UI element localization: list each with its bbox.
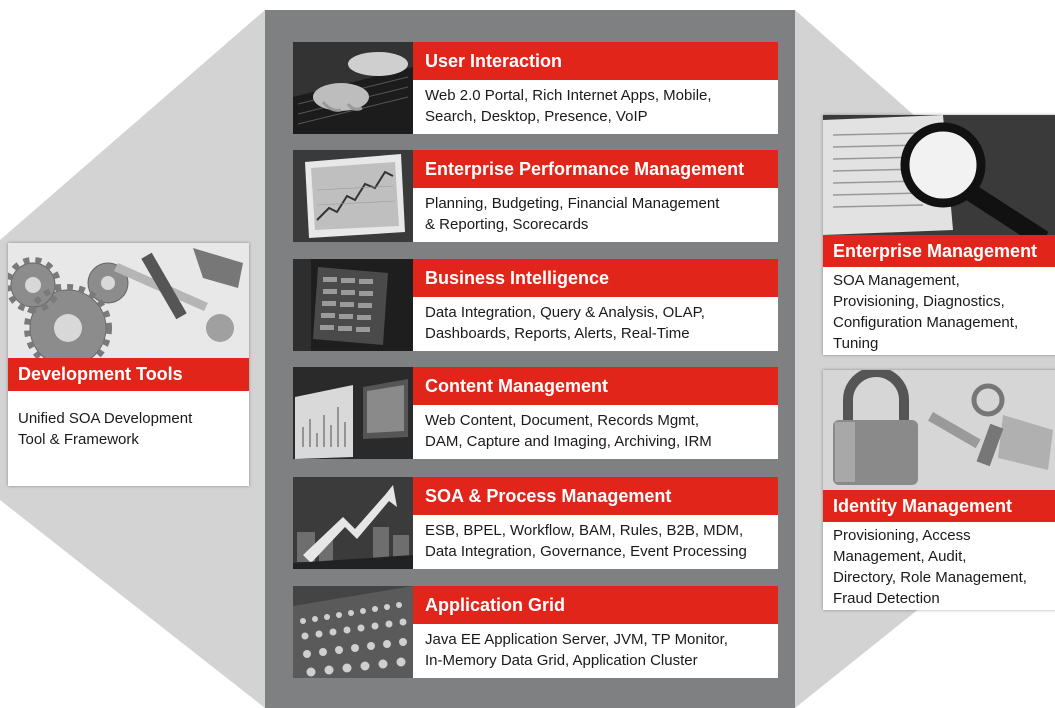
description-line: Planning, Budgeting, Financial Managemen… bbox=[425, 195, 720, 212]
row-description: Web 2.0 Portal, Rich Internet Apps, Mobi… bbox=[413, 80, 778, 134]
row-description: Java EE Application Server, JVM, TP Moni… bbox=[413, 624, 778, 678]
row-title: SOA & Process Management bbox=[413, 477, 778, 515]
description-line: Dashboards, Reports, Alerts, Real-Time bbox=[425, 325, 690, 342]
description-line: Configuration Management, bbox=[833, 314, 1019, 331]
description-line: In-Memory Data Grid, Application Cluster bbox=[425, 652, 698, 669]
description-line: Tuning bbox=[833, 335, 879, 352]
magnifying-glass-screen-photo bbox=[823, 115, 1055, 235]
description-line: DAM, Capture and Imaging, Archiving, IRM bbox=[425, 433, 712, 450]
row-user-interaction: User Interaction Web 2.0 Portal, Rich In… bbox=[293, 42, 778, 134]
description-line: Fraud Detection bbox=[833, 590, 940, 607]
description-line: ESB, BPEL, Workflow, BAM, Rules, B2B, MD… bbox=[425, 522, 744, 539]
description-line: Search, Desktop, Presence, VoIP bbox=[425, 108, 648, 125]
description-line: Unified SOA Development bbox=[18, 410, 193, 427]
identity-management-card: Identity Management Provisioning, Access… bbox=[823, 370, 1055, 610]
card-description: Unified SOA Development Tool & Framework bbox=[18, 408, 192, 450]
padlock-keys-photo bbox=[823, 370, 1055, 490]
row-description: ESB, BPEL, Workflow, BAM, Rules, B2B, MD… bbox=[413, 515, 778, 569]
card-description: Provisioning, Access Management, Audit, … bbox=[833, 525, 1027, 609]
description-line: Java EE Application Server, JVM, TP Moni… bbox=[425, 631, 728, 648]
row-title: User Interaction bbox=[413, 42, 778, 80]
row-title: Enterprise Performance Management bbox=[413, 150, 778, 188]
row-soa-process-management: SOA & Process Management ESB, BPEL, Work… bbox=[293, 477, 778, 569]
row-description: Data Integration, Query & Analysis, OLAP… bbox=[413, 297, 778, 351]
row-title: Content Management bbox=[413, 367, 778, 405]
hands-typing-keyboard-photo bbox=[293, 42, 413, 134]
rising-arrow-buildings-photo bbox=[293, 477, 413, 569]
line-chart-monitor-photo bbox=[293, 150, 413, 242]
description-line: & Reporting, Scorecards bbox=[425, 216, 589, 233]
row-description: Planning, Budgeting, Financial Managemen… bbox=[413, 188, 778, 242]
description-line: Data Integration, Query & Analysis, OLAP… bbox=[425, 304, 705, 321]
description-line: Provisioning, Access bbox=[833, 527, 971, 544]
gears-wrench-hammer-photo bbox=[8, 243, 249, 358]
row-enterprise-performance-management: Enterprise Performance Management Planni… bbox=[293, 150, 778, 242]
card-title: Identity Management bbox=[823, 490, 1055, 522]
description-line: SOA Management, bbox=[833, 272, 960, 289]
description-line: Directory, Role Management, bbox=[833, 569, 1027, 586]
development-tools-card: Development Tools Unified SOA Developmen… bbox=[8, 243, 249, 486]
card-title: Enterprise Management bbox=[823, 235, 1055, 267]
description-line: Tool & Framework bbox=[18, 431, 139, 448]
description-line: Web Content, Document, Records Mgmt, bbox=[425, 412, 699, 429]
card-description: SOA Management, Provisioning, Diagnostic… bbox=[833, 270, 1018, 354]
row-description: Web Content, Document, Records Mgmt, DAM… bbox=[413, 405, 778, 459]
data-grid-screens-photo bbox=[293, 259, 413, 351]
description-line: Web 2.0 Portal, Rich Internet Apps, Mobi… bbox=[425, 87, 712, 104]
row-title: Business Intelligence bbox=[413, 259, 778, 297]
enterprise-management-card: Enterprise Management SOA Management, Pr… bbox=[823, 115, 1055, 355]
row-content-management: Content Management Web Content, Document… bbox=[293, 367, 778, 459]
description-line: Provisioning, Diagnostics, bbox=[833, 293, 1005, 310]
description-line: Management, Audit, bbox=[833, 548, 967, 565]
row-application-grid: Application Grid Java EE Application Ser… bbox=[293, 586, 778, 678]
description-line: Data Integration, Governance, Event Proc… bbox=[425, 543, 747, 560]
card-title: Development Tools bbox=[8, 358, 249, 391]
row-business-intelligence: Business Intelligence Data Integration, … bbox=[293, 259, 778, 351]
row-title: Application Grid bbox=[413, 586, 778, 624]
monitors-charts-photo bbox=[293, 367, 413, 459]
server-grid-pins-photo bbox=[293, 586, 413, 678]
